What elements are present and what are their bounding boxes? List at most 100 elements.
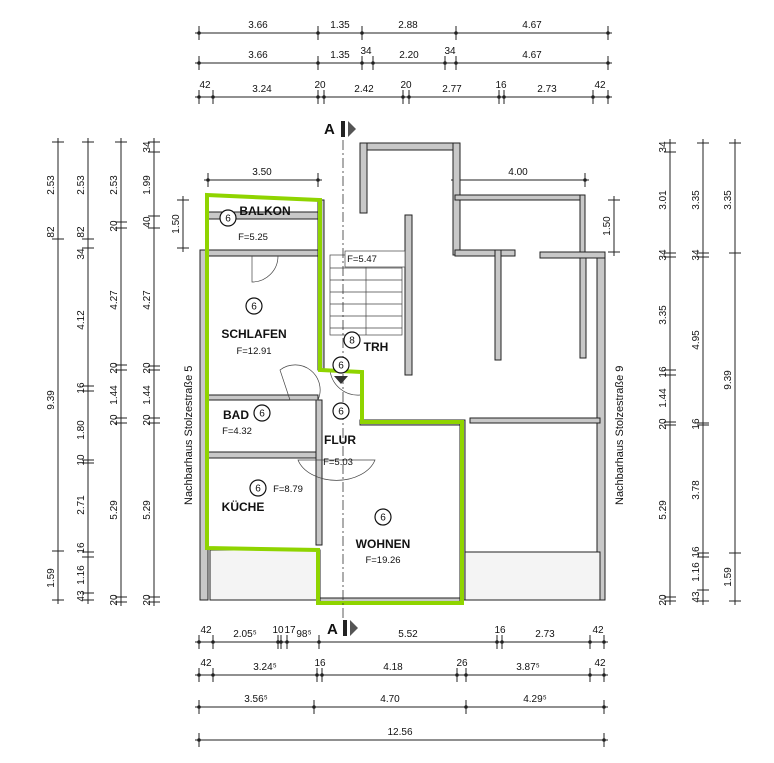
dimension-label: 20	[400, 80, 412, 91]
section-label: A	[324, 121, 335, 138]
room-name: BAD	[223, 408, 249, 422]
dimension-label: 10	[76, 454, 87, 466]
dimension-label: 43	[76, 590, 87, 602]
dimension-label: 3.56⁵	[244, 694, 268, 705]
door-number: 6	[338, 361, 344, 372]
dimension-label: 4.29⁵	[523, 694, 547, 705]
dimension-label: 20	[314, 80, 326, 91]
dimension-label: 2.53	[46, 175, 57, 195]
room-bad: 6 BAD F=4.32	[222, 404, 271, 437]
dimension-label: 82	[46, 226, 57, 238]
room-area: F=5.47	[347, 254, 377, 265]
room-area: F=5.25	[238, 232, 268, 243]
dimension-label: 34	[444, 46, 456, 57]
dimension-label: 4.27	[142, 290, 153, 310]
dimension-label: 1.44	[142, 385, 153, 405]
dimension-label: 34	[76, 248, 87, 260]
dimension-label: 3.78	[691, 480, 702, 500]
dimension-label: 4.70	[380, 694, 400, 705]
dimension-label: 42	[594, 80, 606, 91]
dimension-label: 4.27	[109, 290, 120, 310]
dimension-label: 16	[658, 366, 669, 378]
dimension-label: 16	[314, 658, 326, 669]
dimension-label: 4.18	[383, 662, 403, 673]
dimension-label: 5.29	[109, 500, 120, 520]
room-area: F=19.26	[365, 555, 400, 566]
dimension-label: 1.44	[658, 388, 669, 408]
room-area: F=5.03	[323, 457, 353, 468]
dimension-label: 1.16	[76, 565, 87, 585]
room-area: F=8.79	[273, 484, 303, 495]
dimension-label: 3.50	[252, 167, 272, 178]
dimension-label: 34	[691, 249, 702, 261]
stair-arrow-icon	[334, 376, 348, 384]
dimension-label: 3.87⁵	[516, 662, 540, 673]
room-number-circle	[249, 479, 267, 497]
dimension-label: 20	[142, 362, 153, 374]
dimension-label: 3.01	[658, 190, 669, 210]
room-name: FLUR	[324, 433, 356, 447]
dimension-label: 3.35	[658, 305, 669, 325]
dimension-label: 1.80	[76, 420, 87, 440]
room-number: 6	[259, 409, 265, 420]
dimension-label: 3.35	[691, 190, 702, 210]
dimension-label: 5.29	[142, 500, 153, 520]
dimension-label: 40	[142, 216, 153, 228]
dimension-label: 2.20	[399, 50, 419, 61]
dimension-label: 1.59	[46, 568, 57, 588]
room-number: 6	[255, 484, 261, 495]
dimension-label: 4.00	[508, 167, 528, 178]
dimension-label: 42	[592, 625, 604, 636]
room-name: TRH	[364, 340, 389, 354]
room-number: 6	[338, 407, 344, 418]
dimension-label: 16	[76, 542, 87, 554]
room-number: 8	[349, 336, 355, 347]
dimension-label: 3.66	[248, 50, 268, 61]
dimension-label: 3.24⁵	[253, 662, 277, 673]
apartment-highlight	[205, 192, 464, 605]
dimension-label: 43	[691, 591, 702, 603]
section-marker-bottom: A	[327, 620, 358, 638]
dimension-label: 42	[200, 658, 212, 669]
dimension-label: 20	[109, 220, 120, 232]
room-number: 6	[380, 513, 386, 524]
room-name: BALKON	[239, 204, 290, 218]
room-name: KÜCHE	[222, 499, 265, 514]
dimension-label: 5.52	[398, 629, 418, 640]
door-swings	[251, 255, 376, 481]
dimension-label: 4.95	[691, 330, 702, 350]
dimension-label: 4.12	[76, 310, 87, 330]
dimension-label: 34	[658, 141, 669, 153]
neighbor-right-label: Nachbarhaus Stolzestraße 9	[614, 366, 626, 505]
dimension-label: 42	[594, 658, 606, 669]
dimension-label: 17	[284, 625, 296, 636]
dimension-label: 2.71	[76, 495, 87, 515]
dimension-label: 20	[658, 418, 669, 430]
dimension-label: 2.77	[442, 84, 462, 95]
room-number-circle	[253, 404, 271, 422]
dimension-label: 20	[142, 594, 153, 606]
dimension-label: 34	[658, 249, 669, 261]
dimension-label: 98⁵	[296, 629, 311, 640]
dimension-label: 16	[495, 80, 507, 91]
dimension-label: 2.53	[109, 175, 120, 195]
dimension-label: 2.53	[76, 175, 87, 195]
dimension-label: 42	[200, 625, 212, 636]
dimension-label: 2.73	[535, 629, 555, 640]
room-area: F=4.32	[222, 426, 252, 437]
dimension-label: 2.88	[398, 20, 418, 31]
room-number-circle	[332, 402, 350, 420]
room-number: 6	[251, 302, 257, 313]
dimension-label: 16	[76, 382, 87, 394]
dimension-label: 1.35	[330, 50, 350, 61]
dimension-label: 1.35	[330, 20, 350, 31]
dimension-label: 1.44	[109, 385, 120, 405]
dimension-label: 12.56	[387, 727, 412, 738]
